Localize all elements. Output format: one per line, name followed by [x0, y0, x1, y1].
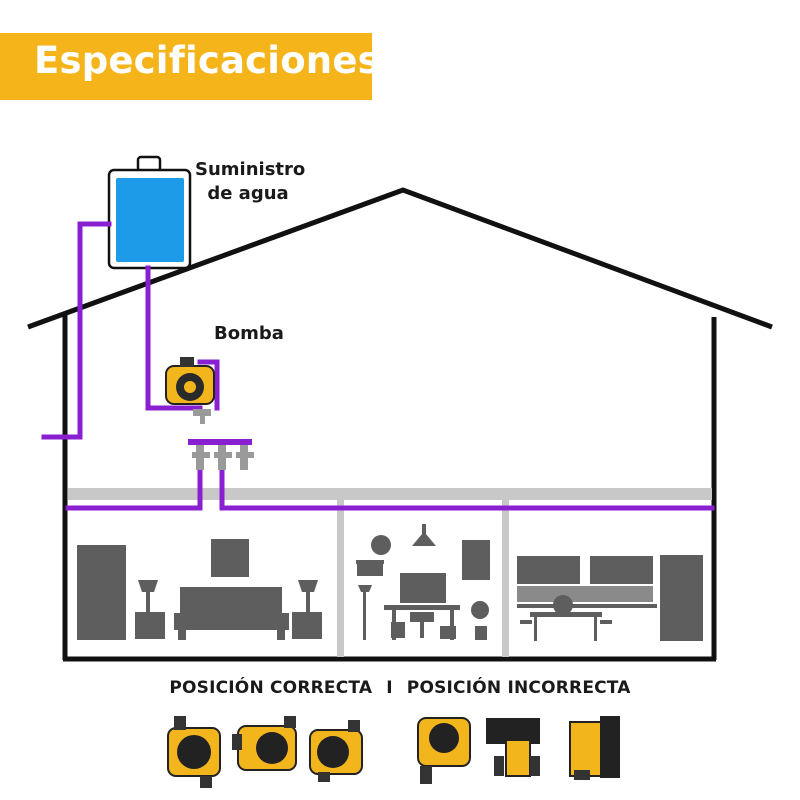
- pump-correct-icon: [310, 720, 362, 782]
- pump-incorrect-icon: [418, 718, 470, 784]
- pump-correct-icon: [168, 716, 220, 788]
- pump-incorrect-icon: [486, 718, 540, 776]
- pump-correct-icon: [232, 716, 296, 770]
- pump-incorrect-icon: [570, 716, 620, 780]
